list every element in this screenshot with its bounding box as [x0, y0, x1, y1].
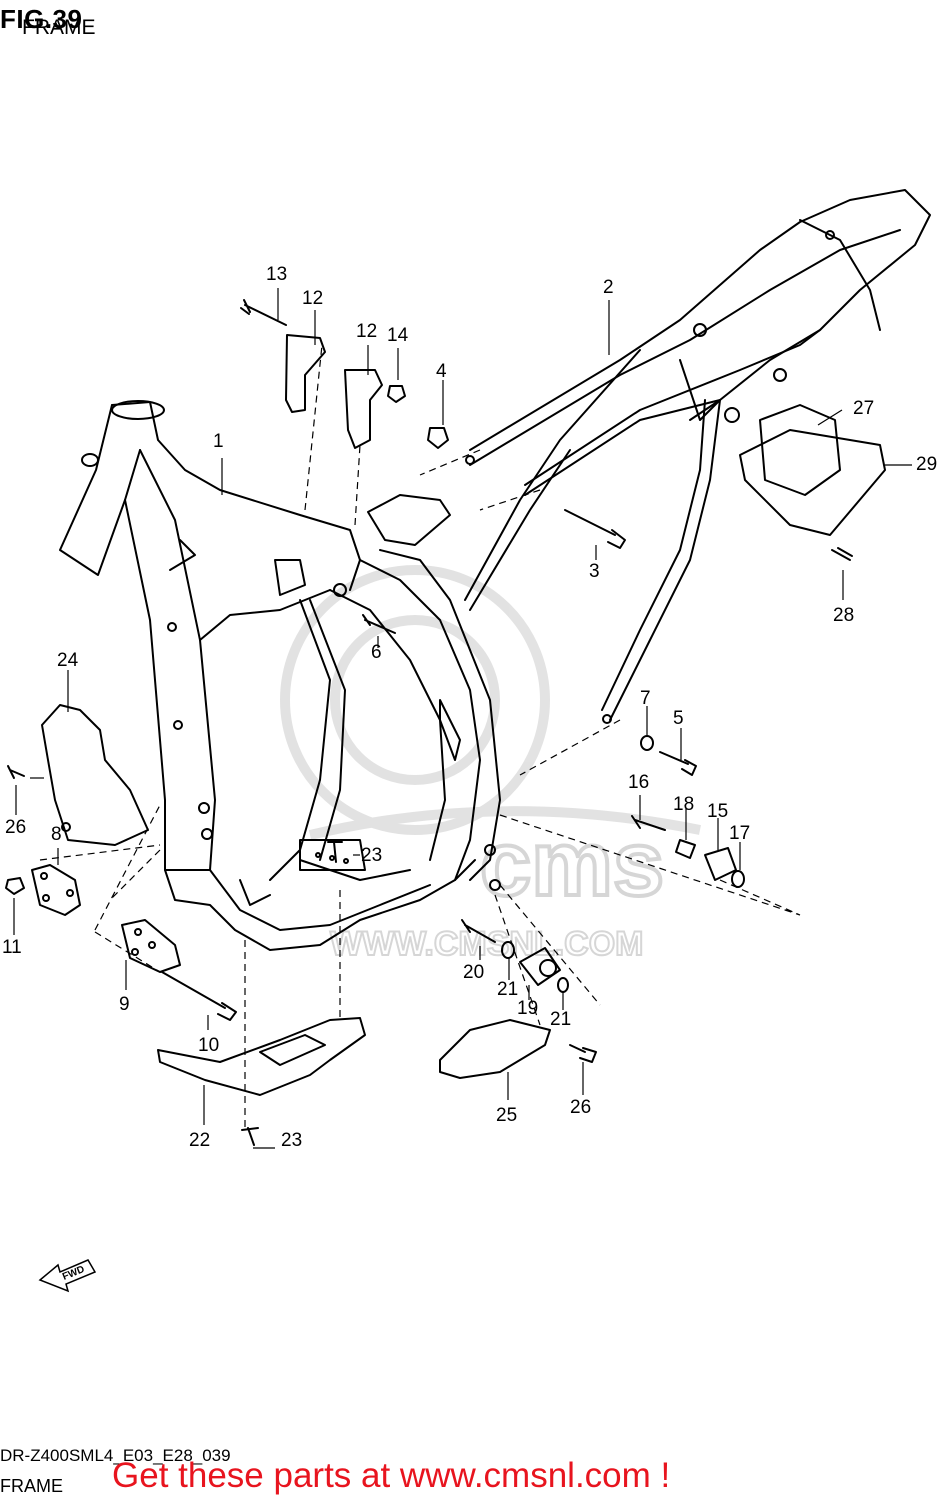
callout-28: 28	[833, 605, 855, 626]
callout-13: 13	[266, 264, 288, 285]
main-frame-part-1	[59, 400, 501, 951]
bolt-20	[461, 919, 496, 943]
bolt-26a	[7, 765, 25, 779]
callout-12b: 12	[356, 321, 378, 342]
callout-1: 1	[213, 431, 224, 452]
callout-2: 2	[603, 277, 614, 298]
callout-22: 22	[189, 1130, 211, 1151]
cover-25	[439, 1019, 551, 1079]
section-name: FRAME	[0, 1476, 63, 1496]
callout-21b: 21	[550, 1009, 572, 1030]
callout-26b: 26	[570, 1097, 592, 1118]
skid-plate-22	[157, 1017, 366, 1096]
ecu-27	[759, 404, 841, 496]
callout-6: 6	[371, 642, 382, 663]
callout-23a: 23	[361, 845, 383, 866]
callout-9: 9	[119, 994, 130, 1015]
figure-number: FIG.39	[0, 4, 83, 34]
leader-lines	[13, 288, 912, 1149]
callout-27: 27	[853, 398, 875, 419]
bolt-16	[631, 815, 666, 831]
washer-7	[640, 735, 654, 751]
bolt-23b	[241, 1127, 259, 1146]
bolt-23a	[327, 841, 343, 863]
bracket-seat	[367, 494, 451, 546]
callout-17: 17	[729, 823, 751, 844]
bracket-plate-12b	[344, 369, 383, 449]
washer-21b	[557, 977, 569, 993]
collar-18	[675, 839, 696, 859]
bolt-5	[659, 751, 697, 776]
callout-20: 20	[463, 962, 485, 983]
bolt-3	[564, 509, 626, 549]
rear-frame-part-2	[464, 189, 931, 724]
callout-10: 10	[198, 1035, 220, 1056]
callout-21a: 21	[497, 979, 519, 1000]
callout-23b: 23	[281, 1130, 303, 1151]
washer-17	[731, 870, 745, 888]
promo-link[interactable]: Get these parts at www.cmsnl.com !	[112, 1456, 671, 1495]
ecu-holder-29	[739, 429, 886, 536]
bush-19	[519, 947, 561, 986]
callout-7: 7	[640, 688, 651, 709]
callout-29: 29	[916, 454, 938, 475]
nut-11	[5, 877, 25, 895]
callout-19: 19	[517, 998, 539, 1019]
watermark-logo	[280, 565, 701, 840]
callout-14: 14	[387, 325, 409, 346]
nut-14	[387, 385, 406, 403]
watermark-url: WWW.CMSNL.COM	[330, 925, 644, 963]
bolt-10	[161, 971, 237, 1021]
watermark-brand: cms	[480, 813, 664, 915]
bracket-9	[121, 919, 181, 973]
callout-16: 16	[628, 772, 650, 793]
callout-26a: 26	[5, 817, 27, 838]
callout-15: 15	[707, 801, 729, 822]
bush-15	[704, 847, 737, 881]
bolt-28	[831, 547, 853, 561]
bracket-8	[31, 864, 81, 916]
callout-4: 4	[436, 361, 447, 382]
callout-5: 5	[673, 708, 684, 729]
figure-title: FRAME	[22, 16, 96, 39]
fwd-arrow: FWD	[38, 1259, 97, 1293]
callout-25: 25	[496, 1105, 518, 1126]
callout-18: 18	[673, 794, 695, 815]
callout-12a: 12	[302, 288, 324, 309]
bolt-6	[362, 614, 396, 634]
bolt-13	[240, 299, 287, 326]
diagram-code: DR-Z400SML4_E03_E28_039	[0, 1446, 231, 1465]
bolt-26b	[569, 1044, 597, 1063]
washer-21a	[501, 941, 515, 959]
cover-24	[41, 704, 149, 846]
callout-3: 3	[589, 561, 600, 582]
bracket-plate-12a	[285, 334, 326, 413]
callout-11: 11	[2, 937, 22, 958]
callout-8: 8	[51, 824, 62, 845]
nut-4	[427, 427, 449, 449]
callout-24: 24	[57, 650, 79, 671]
